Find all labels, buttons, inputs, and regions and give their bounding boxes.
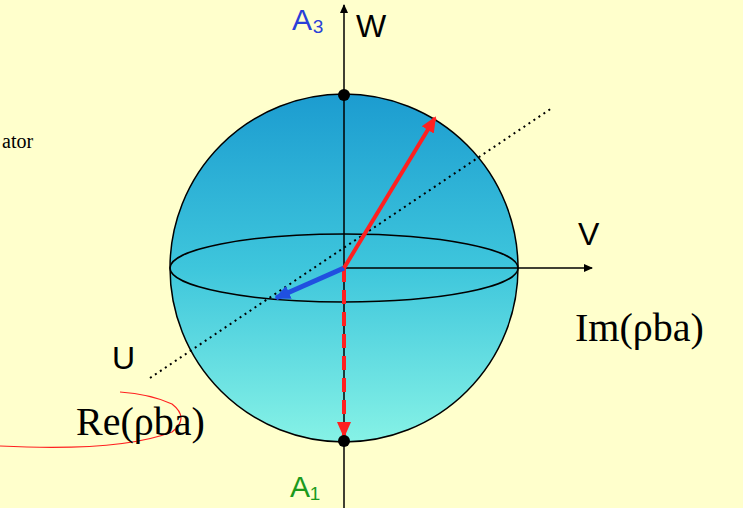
axis-quantity: Re(ρba) bbox=[76, 402, 205, 442]
axis-label: V bbox=[578, 218, 599, 250]
axis-label: W bbox=[356, 10, 386, 42]
axis-label: U bbox=[112, 342, 135, 374]
pole-label: A₃ bbox=[292, 5, 324, 35]
pole-label: A₁ bbox=[290, 472, 320, 502]
cut-label: ator bbox=[2, 131, 33, 151]
axis-quantity: Im(ρba) bbox=[575, 308, 704, 348]
